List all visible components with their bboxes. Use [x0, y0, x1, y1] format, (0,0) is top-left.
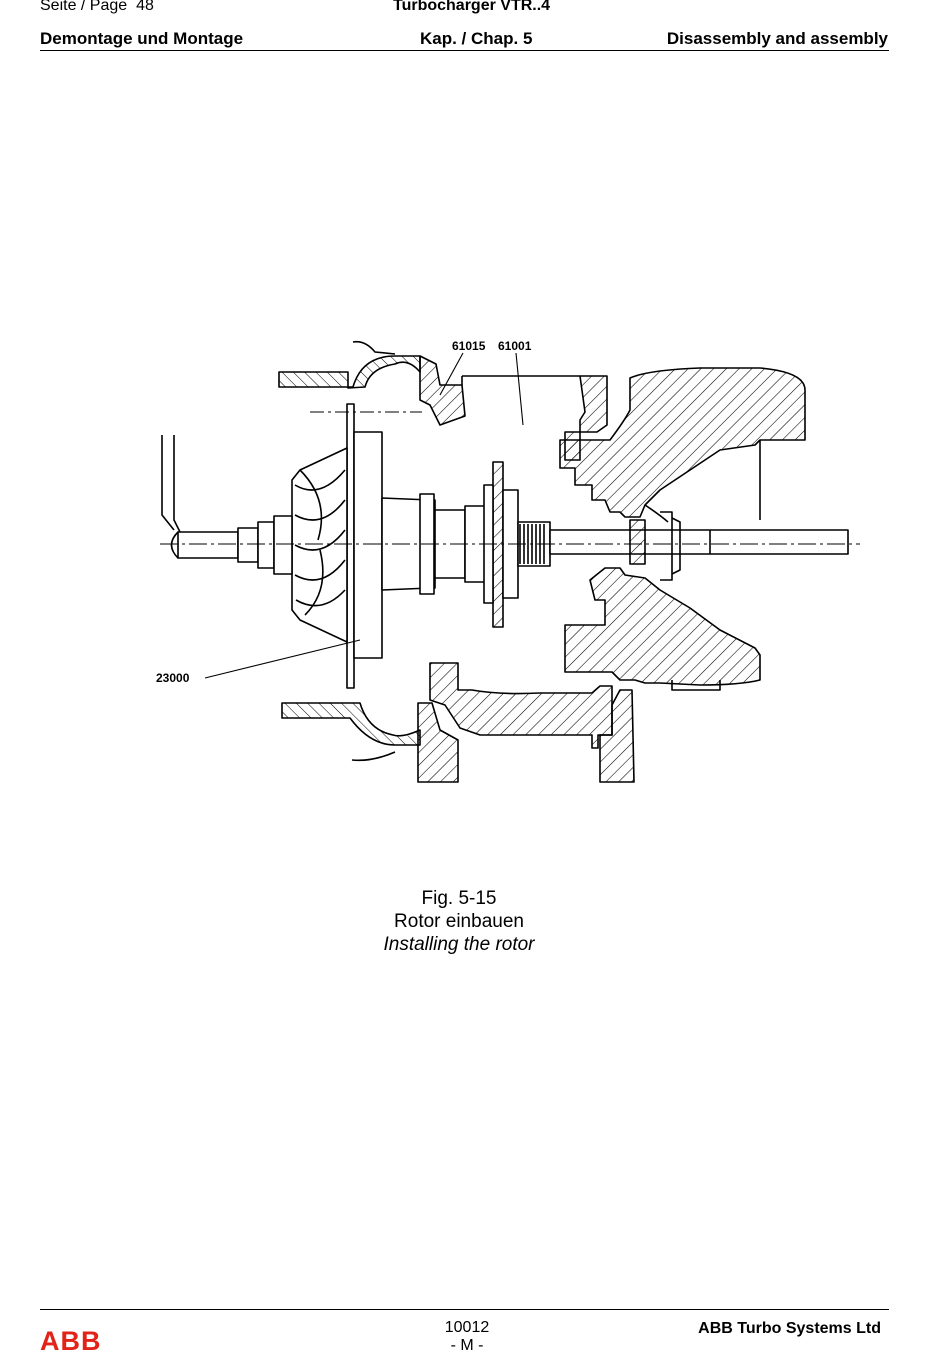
figure-number: Fig. 5-15 [421, 888, 497, 909]
callout-61015: 61015 [452, 339, 486, 353]
page-label-group: Seite / Page 48 [40, 0, 154, 15]
turbine-disc [492, 461, 504, 628]
casing-61001-lower [429, 662, 613, 749]
page-label: Seite / Page [40, 0, 128, 14]
revision-mark: - M - [450, 1337, 484, 1354]
document-title: Turbocharger VTR..4 [393, 0, 551, 14]
page-number: 48 [136, 0, 154, 14]
caption-german: Rotor einbauen [394, 911, 524, 932]
header-rule [40, 50, 889, 51]
lower-bearing-shell [281, 702, 421, 746]
lower-flange-right [599, 689, 635, 783]
turbine-casing-lower [564, 567, 761, 686]
lower-flange-left [417, 702, 459, 783]
upper-bearing-shell [278, 355, 421, 389]
shaft-front [177, 531, 239, 559]
turbine-casing-upper [559, 367, 806, 518]
section-title-en: Disassembly and assembly [666, 29, 888, 48]
callout-23000: 23000 [156, 671, 190, 685]
rotor-23000-disc [346, 403, 355, 689]
caption-english: Installing the rotor [383, 934, 535, 955]
chapter-label: Kap. / Chap. 5 [420, 29, 533, 48]
section-title-de: Demontage und Montage [40, 29, 244, 48]
company-name: ABB Turbo Systems Ltd [698, 1320, 881, 1337]
lifting-tool [161, 435, 181, 533]
document-number: 10012 [444, 1319, 490, 1336]
abb-logo-text: ABB [40, 1326, 102, 1356]
abb-logo: ABB [40, 1326, 102, 1357]
shaft-rear [549, 529, 849, 555]
callout-61001: 61001 [498, 339, 532, 353]
footer-rule [40, 1309, 889, 1310]
